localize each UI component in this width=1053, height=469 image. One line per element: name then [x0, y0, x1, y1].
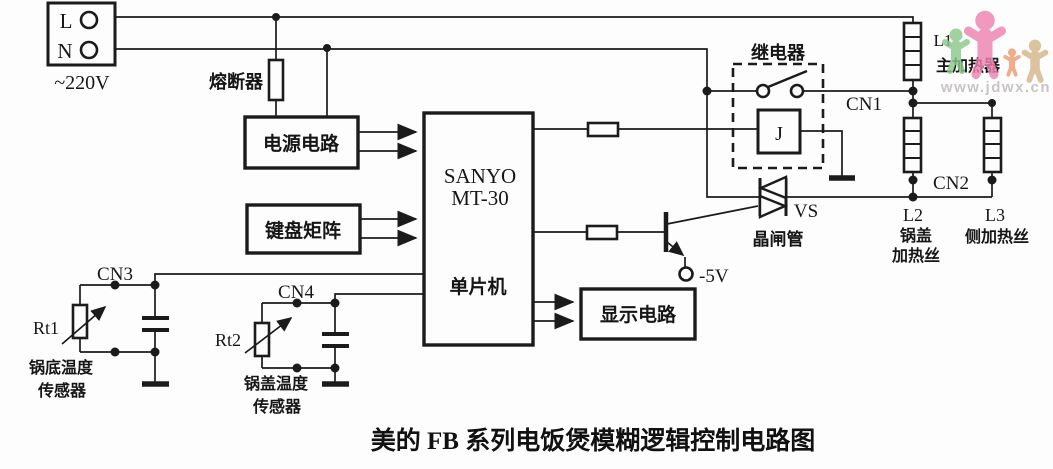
- watermark-figure-tan-icon: [1021, 39, 1049, 83]
- relay-switch-lever-icon: [767, 69, 808, 89]
- watermark-figure-orange-icon: [1003, 48, 1021, 77]
- sensor-rt2-ref-label: Rt2: [215, 330, 241, 350]
- power-supply-label: 电源电路: [263, 132, 340, 155]
- watermark-figure-pink-icon: [964, 10, 1006, 79]
- mcu-block: SANYO MT-30 单片机: [422, 111, 535, 347]
- mcu-type-label: 单片机: [449, 275, 506, 298]
- sensor-rt1-name-label-1: 锅底温度: [29, 358, 94, 377]
- wire-collector-gate: [666, 205, 759, 225]
- thyristor-ref-label: VS: [794, 201, 818, 222]
- heater-l3-ref-label: L3: [985, 205, 1005, 225]
- voltage-label: ~220V: [54, 72, 110, 94]
- junction-dots: [110, 13, 997, 373]
- sensor-rt2-name-label-1: 锅盖温度: [244, 374, 309, 393]
- heater-l3-segments: [984, 130, 1001, 159]
- fuse: 熔断器: [209, 58, 285, 102]
- thermistor-rt1-arrow-icon: [61, 305, 107, 345]
- heater-l2-segments: [904, 130, 921, 159]
- mcu-brand-label: SANYO: [444, 164, 516, 188]
- connector-cn3-label: CN3: [97, 264, 133, 285]
- connector-cn2-label: CN2: [933, 173, 969, 194]
- sensor-rt1-block: Rt1 锅底温度 传感器: [29, 303, 169, 400]
- thyristor-name-label: 晶闸管: [753, 229, 804, 249]
- heater-l2-name-label-2: 加热丝: [891, 246, 940, 265]
- keyboard-matrix-label: 键盘矩阵: [264, 219, 341, 242]
- heater-l2-ref-label: L2: [903, 205, 923, 225]
- relay-block: 继电器 J: [731, 42, 855, 181]
- wire-relay-to-ground: [800, 130, 843, 176]
- terminal-n-contact-icon: [79, 40, 99, 60]
- wire-neutral-line: [96, 48, 760, 198]
- terminal-l-contact-icon: [79, 10, 99, 30]
- keyboard-matrix-block: 键盘矩阵: [245, 203, 362, 255]
- display-label: 显示电路: [600, 303, 677, 326]
- connector-cn1-label: CN1: [846, 94, 882, 115]
- display-box: [579, 287, 697, 341]
- sensor-rt1-ref-label: Rt1: [33, 318, 59, 338]
- heater-l1-segments: [904, 36, 921, 66]
- relay-coil-label: J: [775, 123, 783, 145]
- heater-l3: L3 侧加热丝: [965, 116, 1029, 246]
- resistor-base-icon: [585, 224, 619, 241]
- mcu-box: [422, 111, 535, 347]
- power-supply-box: [243, 115, 360, 170]
- sensor-rt1-name-label-2: 传感器: [37, 381, 87, 400]
- keyboard-matrix-box: [245, 203, 362, 255]
- relay-contact-left-icon: [755, 83, 771, 99]
- watermark: www.jdwx.cn: [940, 10, 1051, 96]
- wires: [79, 16, 993, 383]
- thermistor-rt2-arrow-icon: [244, 316, 293, 354]
- relay-coil-box: [756, 108, 802, 155]
- wire-live-line: [96, 16, 914, 23]
- connector-cn4-label: CN4: [278, 282, 314, 303]
- display-block: 显示电路: [579, 287, 697, 341]
- supply-terminal-icon: [678, 266, 694, 282]
- terminal-n-label: N: [57, 39, 72, 63]
- heater-l2-name-label-1: 锅盖: [900, 226, 932, 245]
- power-terminal-block: L N ~220V: [46, 1, 117, 94]
- supply-label: -5V: [699, 266, 729, 287]
- heater-l2: L2 锅盖 加热丝: [891, 116, 940, 265]
- fuse-label: 熔断器: [209, 71, 264, 92]
- fuse-symbol-icon: [267, 58, 285, 102]
- thyristor-block: VS 晶闸管: [753, 175, 818, 249]
- transistor-emitter-icon: [666, 241, 685, 257]
- mcu-model-label: MT-30: [451, 186, 509, 210]
- triac-triangle-up-icon: [757, 175, 788, 200]
- wire-cn3-network: [79, 273, 424, 383]
- relay-label: 继电器: [751, 42, 806, 63]
- triac-triangle-down-icon: [758, 194, 789, 219]
- wire-cn4-network: [261, 293, 424, 383]
- heater-l3-name-label: 侧加热丝: [965, 227, 1029, 246]
- watermark-figure-green-icon: [942, 28, 970, 74]
- transistor-block: -5V: [663, 212, 729, 287]
- terminal-l-label: L: [60, 9, 73, 33]
- power-supply-block: 电源电路: [243, 115, 360, 170]
- relay-dashed-box: [731, 62, 825, 170]
- sensor-rt2-name-label-2: 传感器: [252, 397, 302, 416]
- relay-contact-right-icon: [789, 83, 805, 99]
- diagram-caption: 美的 FB 系列电饭煲模糊逻辑控制电路图: [371, 426, 815, 455]
- resistor-relay-icon: [586, 121, 620, 138]
- capacitor-cn4-icon: [322, 332, 349, 348]
- watermark-url: www.jdwx.cn: [940, 79, 1051, 96]
- capacitor-cn3-icon: [142, 316, 169, 332]
- sensor-rt2-block: Rt2 锅盖温度 传感器: [215, 316, 349, 416]
